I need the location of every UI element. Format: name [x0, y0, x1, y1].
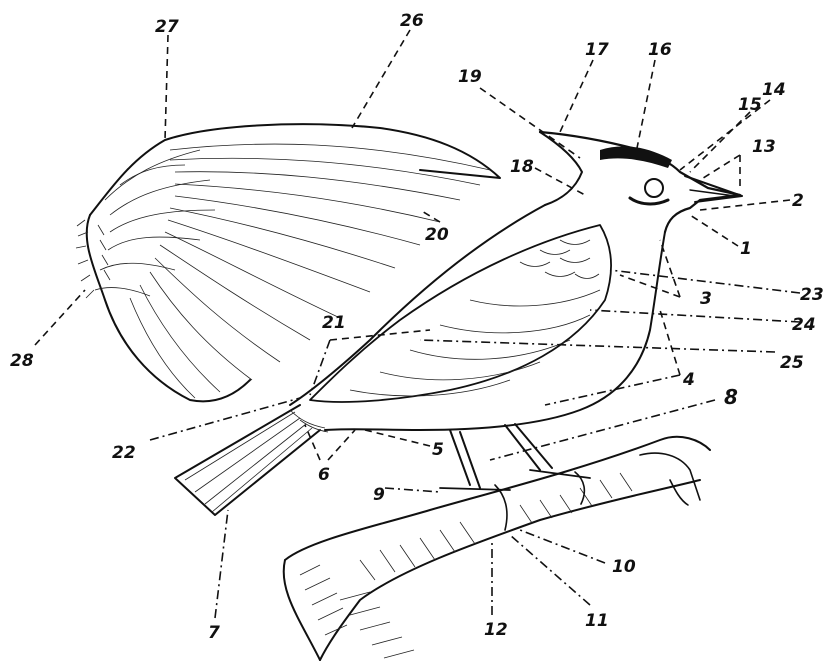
label-2: 2	[792, 191, 804, 211]
label-25: 25	[780, 353, 804, 373]
spread-wing	[76, 124, 500, 401]
number-labels: 27 26 17 16 19 14 15 13 18 2 20 1 23 3 2…	[10, 11, 824, 643]
bird-body	[175, 132, 742, 530]
label-24: 24	[792, 315, 816, 335]
label-27: 27	[155, 17, 179, 37]
label-10: 10	[612, 557, 636, 577]
label-19: 19	[458, 67, 482, 87]
label-5: 5	[432, 440, 444, 460]
label-18: 18	[510, 157, 534, 177]
label-15: 15	[738, 95, 762, 115]
label-14: 14	[762, 80, 786, 100]
label-12: 12	[484, 620, 508, 640]
label-4: 4	[682, 370, 695, 390]
label-1: 1	[740, 239, 752, 259]
leader-lines	[35, 30, 800, 618]
label-22: 22	[112, 443, 136, 463]
label-7: 7	[208, 623, 220, 643]
label-11: 11	[585, 611, 609, 631]
label-13: 13	[752, 137, 776, 157]
label-16: 16	[648, 40, 672, 60]
label-20: 20	[425, 225, 449, 245]
label-28: 28	[10, 351, 34, 371]
label-17: 17	[585, 40, 609, 60]
label-6: 6	[318, 465, 330, 485]
label-8: 8	[724, 385, 738, 409]
label-23: 23	[800, 285, 824, 305]
label-26: 26	[400, 11, 424, 31]
label-9: 9	[373, 485, 385, 505]
label-21: 21	[322, 313, 346, 333]
label-3: 3	[700, 289, 712, 309]
